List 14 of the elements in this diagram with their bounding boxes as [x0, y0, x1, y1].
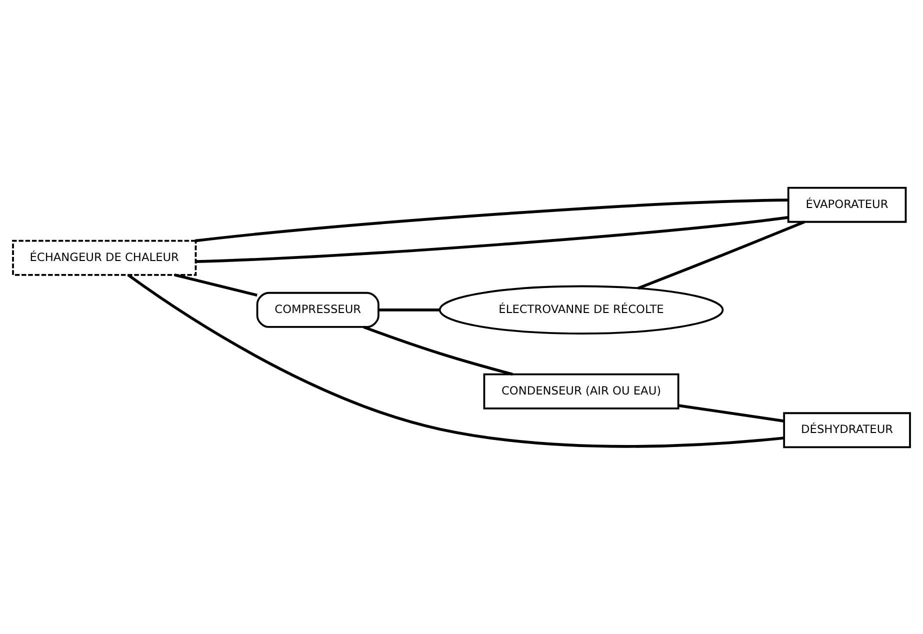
- connector: [678, 404, 784, 422]
- node-box: ÉCHANGEUR DE CHALEUR: [12, 239, 197, 276]
- connector: [378, 308, 440, 311]
- connector: [174, 273, 258, 296]
- node-box: COMPRESSEUR: [256, 291, 380, 328]
- node-box: CONDENSEUR (AIR OU EAU): [483, 372, 680, 409]
- connector: [637, 220, 805, 290]
- connector: [196, 216, 788, 262]
- node-box: DÉSHYDRATEUR: [783, 412, 911, 448]
- connector: [127, 273, 784, 448]
- node-ellipse: ÉLECTROVANNE DE RÉCOLTE: [438, 284, 724, 334]
- connector: [363, 325, 513, 376]
- node-box: ÉVAPORATEUR: [787, 186, 907, 222]
- connector: [194, 198, 788, 242]
